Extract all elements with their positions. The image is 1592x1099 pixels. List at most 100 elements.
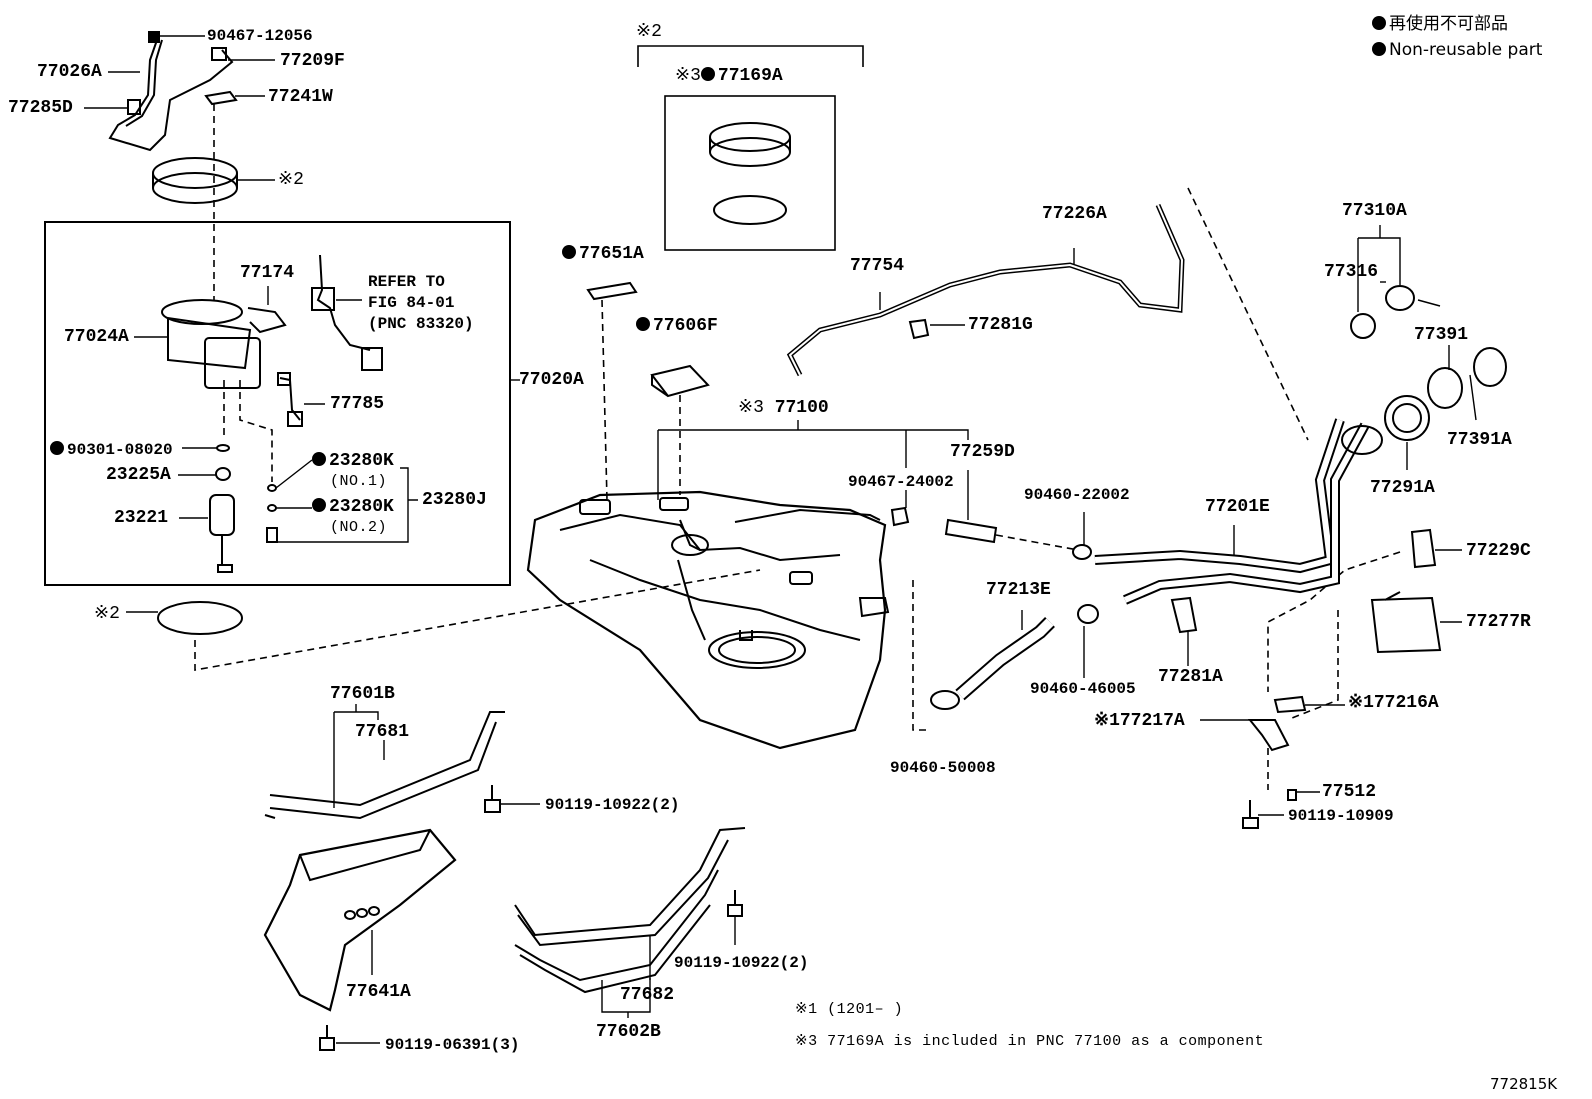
clip-77281a <box>1170 596 1198 634</box>
part-label-nonreusable: 23280K <box>312 451 394 471</box>
bolt-90119-10922a <box>484 785 501 813</box>
part-label: 90119-10922(2) <box>545 796 680 814</box>
part-label: 77641A <box>346 982 411 1002</box>
fuel-line-part <box>108 31 238 152</box>
part-label-nonreusable: 77606F <box>636 316 718 336</box>
leader-lines <box>84 35 1477 1044</box>
clip-90467 <box>890 506 910 527</box>
part-label: ※177217A <box>1094 711 1185 731</box>
dashed-guides <box>194 104 1401 790</box>
part-label: 23280J <box>422 490 487 510</box>
part-label: 77241W <box>268 87 333 107</box>
part-label: 77681 <box>355 722 410 742</box>
lock-ring-part <box>152 157 238 204</box>
part-label: 77281A <box>1158 667 1223 687</box>
reference-mark: ※2 <box>636 22 662 42</box>
part-label: 90460-50008 <box>890 759 996 777</box>
part-sub-label: (NO.2) <box>330 519 388 536</box>
part-label-nonreusable: 90301-08020 <box>50 440 173 460</box>
part-label: 90119-10922(2) <box>674 954 809 972</box>
part-label: 77512 <box>1322 782 1377 802</box>
bracket-ref2 <box>637 45 864 67</box>
refer-text: REFER TO <box>368 273 445 291</box>
part-label: 77754 <box>850 256 905 276</box>
bolt-90119-10922b <box>727 890 743 917</box>
lock-ring-set <box>709 122 791 225</box>
part-label: 77785 <box>330 394 385 414</box>
part-label: ※177216A <box>1348 693 1439 713</box>
gasket-part <box>157 601 243 635</box>
part-label: 90460-46005 <box>1030 680 1136 698</box>
part-label: 90467-12056 <box>207 27 313 45</box>
part-label-nonreusable: 23280K <box>312 497 394 517</box>
fuel-tank-part <box>526 490 890 750</box>
part-label: 77391A <box>1447 430 1512 450</box>
cup-77291a <box>1384 395 1430 441</box>
hose-77259d <box>944 518 998 544</box>
legend-en: Non-reusable part <box>1372 40 1542 60</box>
part-label-nonreusable: 77651A <box>562 244 644 264</box>
gasket-plate-part <box>586 281 638 301</box>
part-label: 77201E <box>1205 497 1270 517</box>
lock-ring-box <box>664 95 836 251</box>
pump-module-part <box>161 254 383 573</box>
pump-module-box <box>44 221 511 586</box>
part-label: 77285D <box>8 98 73 118</box>
refer-text: (PNC 83320) <box>368 315 474 333</box>
cap-77310a <box>1385 285 1415 311</box>
legend-jp: 再使用不可部品 <box>1372 14 1508 34</box>
clamp-90460-22002 <box>1072 544 1092 560</box>
reference-mark: ※2 <box>278 170 304 190</box>
breather-pipe-part <box>786 204 1185 377</box>
ring-77391 <box>1427 367 1463 409</box>
cover-part <box>650 364 710 398</box>
bolt-90119-06391 <box>319 1025 335 1051</box>
ring-77391a <box>1473 347 1507 387</box>
part-label: 77229C <box>1466 541 1531 561</box>
part-label: 90467-24002 <box>848 473 954 491</box>
part-label: 77020A <box>519 370 584 390</box>
strap-77602b <box>514 827 746 994</box>
part-label: 77291A <box>1370 478 1435 498</box>
clamp-90460-50008 <box>930 690 960 710</box>
part-label: 77602B <box>596 1022 661 1042</box>
bracket-77217a <box>1247 719 1290 752</box>
heat-shield-77641a <box>263 828 457 1012</box>
strap-77601b <box>264 711 505 820</box>
filler-pipe-part <box>1094 418 1383 605</box>
part-label: 77174 <box>240 263 295 283</box>
part-label: ※3 77100 <box>738 398 829 418</box>
part-label: 23225A <box>106 465 171 485</box>
refer-text: FIG 84-01 <box>368 294 455 312</box>
part-label: 77209F <box>280 51 345 71</box>
bracket-77216a <box>1273 695 1307 714</box>
box-77277r <box>1370 591 1442 654</box>
part-label: 77310A <box>1342 201 1407 221</box>
bolt-77512 <box>1287 789 1297 801</box>
part-label: 77277R <box>1466 612 1531 632</box>
clamp-90460-46005 <box>1077 604 1099 624</box>
bolt-90119-10909 <box>1242 800 1259 829</box>
part-label: 77281G <box>968 315 1033 335</box>
figure-code: 772815K <box>1490 1075 1558 1093</box>
clip-77281g <box>908 318 930 340</box>
part-label: 77213E <box>986 580 1051 600</box>
part-sub-label: (NO.1) <box>330 473 388 490</box>
part-label: 77391 <box>1414 325 1469 345</box>
part-label: 77259D <box>950 442 1015 462</box>
part-label: 90119-10909 <box>1288 807 1394 825</box>
part-label: 23221 <box>114 508 169 528</box>
cap-gasket-77316 <box>1350 313 1376 339</box>
part-label: 77316 <box>1324 262 1379 282</box>
part-label: 90119-06391(3) <box>385 1036 520 1054</box>
part-label: 90460-22002 <box>1024 486 1130 504</box>
clip-77229c <box>1410 528 1437 569</box>
part-label: 77026A <box>37 62 102 82</box>
reference-mark: ※2 <box>94 604 120 624</box>
part-label: 77024A <box>64 327 129 347</box>
part-label: 77601B <box>330 684 395 704</box>
part-label: 77682 <box>620 985 675 1005</box>
